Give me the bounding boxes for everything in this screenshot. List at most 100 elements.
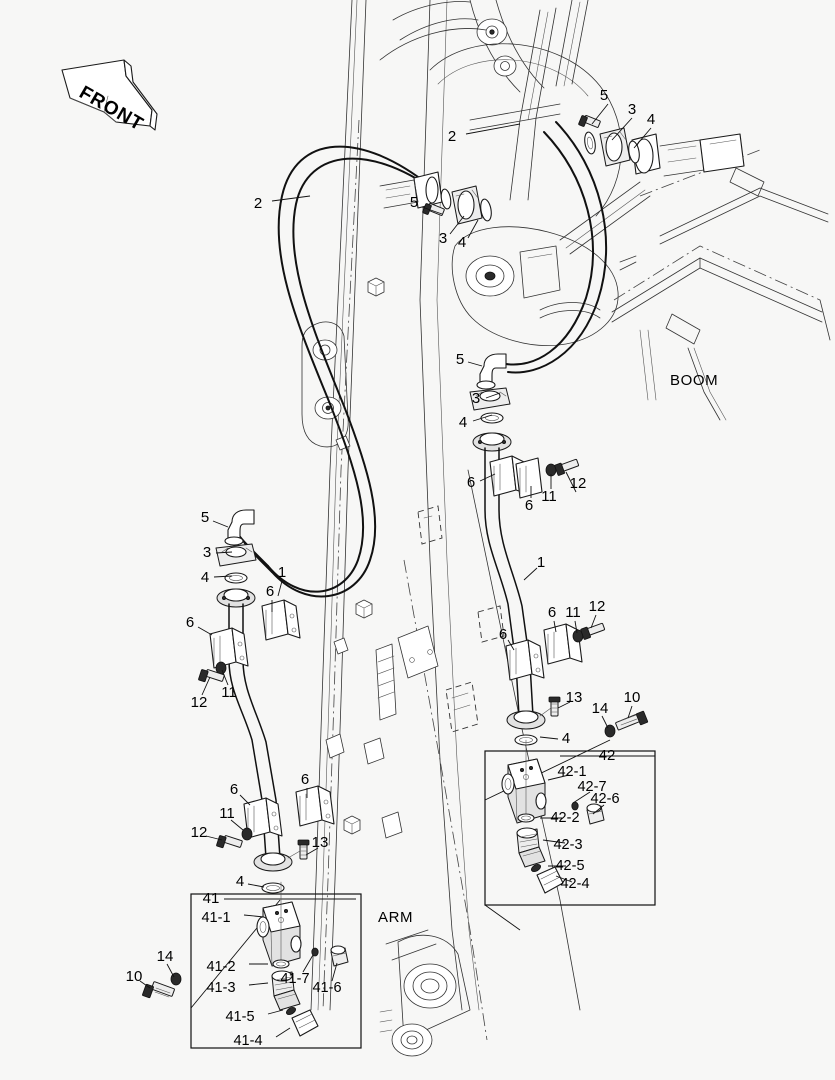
callout-number: 14: [157, 948, 174, 965]
callout-number: 5: [600, 87, 608, 104]
callout-6: 6: [548, 604, 557, 633]
callout-number: 6: [548, 604, 556, 621]
clamp-6-right-lower-b: [543, 623, 583, 665]
callout-2: 2: [254, 195, 311, 212]
callout-leader: [201, 676, 211, 696]
callout-number: 12: [191, 824, 208, 841]
callout-number: 10: [126, 968, 143, 985]
callout-number: 3: [472, 390, 480, 407]
part-42-2: [517, 813, 535, 823]
callout-leader: [590, 614, 597, 629]
callout-leader: [472, 414, 493, 422]
callout-leader: [247, 883, 265, 888]
callout-leader: [633, 127, 652, 149]
callout-4: 4: [458, 219, 479, 251]
detail-callout-leader: [267, 1009, 284, 1015]
callout-2: 2: [448, 123, 521, 145]
callout-leader: [305, 847, 319, 856]
callout-leader: [139, 980, 151, 989]
callout-3: 3: [439, 215, 465, 247]
callout-leader: [221, 669, 229, 686]
bolt-13-right: [548, 696, 561, 717]
callout-number: 13: [312, 834, 329, 851]
detail-callout-number: 42-6: [590, 791, 619, 807]
detail-callout-leader: [555, 875, 573, 883]
callout-4: 4: [236, 873, 265, 890]
callout-6: 6: [230, 781, 251, 806]
callout-number: 11: [219, 805, 235, 822]
detail-callout-leader: [331, 962, 338, 982]
hose-fitting-top-right: [578, 115, 745, 177]
detail-callout-number: 41-1: [201, 910, 230, 926]
detail-callout-number: 42-4: [560, 876, 589, 892]
detail-callout-number: 41-2: [206, 959, 235, 975]
callout-leader: [215, 551, 233, 554]
callout-4: 4: [459, 414, 493, 431]
callout-number: 4: [647, 111, 655, 128]
callout-11: 11: [219, 805, 244, 831]
callout-number: 2: [254, 195, 262, 212]
callout-number: 6: [467, 474, 475, 491]
callout-number: 3: [203, 544, 211, 561]
detail-callout-number: 42-1: [557, 764, 586, 780]
callout-12: 12: [191, 824, 223, 841]
part-42-4: [536, 866, 564, 894]
detail-box-label: 41: [203, 890, 220, 907]
callout-leader: [166, 963, 175, 978]
part-41-7: [311, 947, 319, 957]
callout-12: 12: [565, 471, 587, 493]
callout-leader: [601, 715, 609, 729]
callout-leader: [574, 620, 578, 634]
callout-leader: [449, 215, 465, 235]
callout-leader: [421, 206, 443, 215]
bolt-12-right-upper: [554, 458, 580, 476]
part-42-1: [501, 758, 547, 824]
clamp-6-right-upper-b: [515, 457, 543, 499]
callout-3: 3: [611, 101, 636, 141]
callout-leader: [539, 736, 559, 740]
callout-4: 4: [539, 730, 570, 747]
part-41-1: [256, 901, 302, 967]
clamp-6-left-lower-b: [243, 797, 283, 839]
callout-12: 12: [191, 676, 211, 711]
detail-callout-leader: [243, 914, 265, 918]
callout-leader: [465, 123, 521, 135]
callout-number: 11: [565, 604, 581, 621]
callout-11: 11: [221, 669, 237, 701]
callout-number: 6: [230, 781, 238, 798]
clamp-6-left-upper-b: [209, 627, 249, 669]
callout-6: 6: [525, 486, 533, 514]
callout-number: 4: [201, 569, 209, 586]
callout-4: 4: [633, 111, 655, 149]
part-41-6: [330, 945, 349, 967]
callout-11: 11: [565, 604, 581, 634]
bolt-12-left-lower: [216, 835, 243, 849]
part-41-5: [286, 1006, 296, 1016]
arm-pivot-cluster: [379, 929, 471, 1057]
callout-number: 13: [566, 689, 583, 706]
callout-10: 10: [624, 689, 640, 719]
callout-number: 6: [499, 626, 507, 643]
callout-number: 1: [278, 564, 286, 581]
callout-number: 11: [221, 684, 237, 701]
right-pipe-assembly: [469, 353, 561, 746]
detail-box-42: [484, 739, 656, 931]
callout-1: 1: [277, 564, 286, 597]
callout-13: 13: [305, 834, 329, 856]
clamps-group: [198, 455, 606, 849]
part-42-3: [516, 827, 546, 868]
detail-callout-leader: [592, 804, 605, 815]
callout-number: 11: [541, 488, 557, 505]
boom-boss-2: [355, 599, 373, 619]
bolt-12-left-upper: [198, 669, 225, 683]
boom-plate-stack: [375, 625, 439, 721]
section-label-arm: ARM: [378, 909, 413, 926]
detail-callout-number: 42-2: [550, 810, 579, 826]
detail-box-label: 42: [599, 747, 616, 764]
detail-callout-number: 42-7: [577, 779, 606, 795]
callout-6: 6: [467, 473, 496, 491]
clamp-6-left-lower-a: [295, 785, 335, 827]
left-pipe-assembly: [215, 509, 310, 894]
callout-number: 12: [570, 475, 587, 492]
